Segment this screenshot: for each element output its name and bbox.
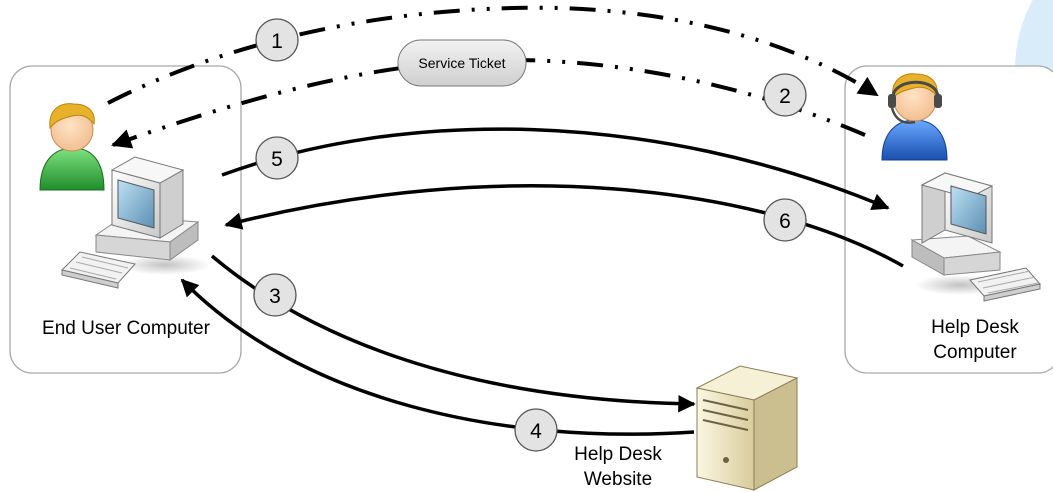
service-ticket-label: Service Ticket <box>418 55 505 71</box>
step-5-badge: 5 <box>255 136 299 180</box>
arrow-step-1 <box>107 5 879 105</box>
step-6-badge: 6 <box>763 198 807 242</box>
arrow-step-4 <box>180 278 695 436</box>
service-ticket-badge: Service Ticket <box>397 39 527 87</box>
step-4-badge: 4 <box>514 408 558 452</box>
help-desk-computer-icon <box>910 172 1041 302</box>
step-1-number: 1 <box>271 30 283 53</box>
help-desk-computer-label-line1: Help Desk <box>931 317 1019 338</box>
arrow-step-5 <box>221 127 890 210</box>
step-3-badge: 3 <box>253 273 297 317</box>
help-desk-agent-icon <box>881 73 948 161</box>
step-5-number: 5 <box>271 148 283 171</box>
arrow-step-3 <box>210 254 696 413</box>
step-2-number: 2 <box>779 85 791 108</box>
help-desk-website-server-icon <box>695 365 799 491</box>
end-user-person-icon <box>39 103 105 191</box>
step-2-badge: 2 <box>763 73 807 117</box>
step-1-badge: 1 <box>255 18 299 62</box>
help-desk-website-label-line2: Website <box>584 469 652 490</box>
arrow-step-6 <box>224 184 904 268</box>
help-desk-website-label-line1: Help Desk <box>574 444 662 465</box>
end-user-computer-icon <box>61 156 210 289</box>
step-6-number: 6 <box>779 210 791 233</box>
step-3-number: 3 <box>269 285 281 308</box>
end-user-computer-label: End User Computer <box>42 318 211 339</box>
step-4-number: 4 <box>530 420 542 443</box>
help-desk-computer-label-line2: Computer <box>933 342 1017 363</box>
